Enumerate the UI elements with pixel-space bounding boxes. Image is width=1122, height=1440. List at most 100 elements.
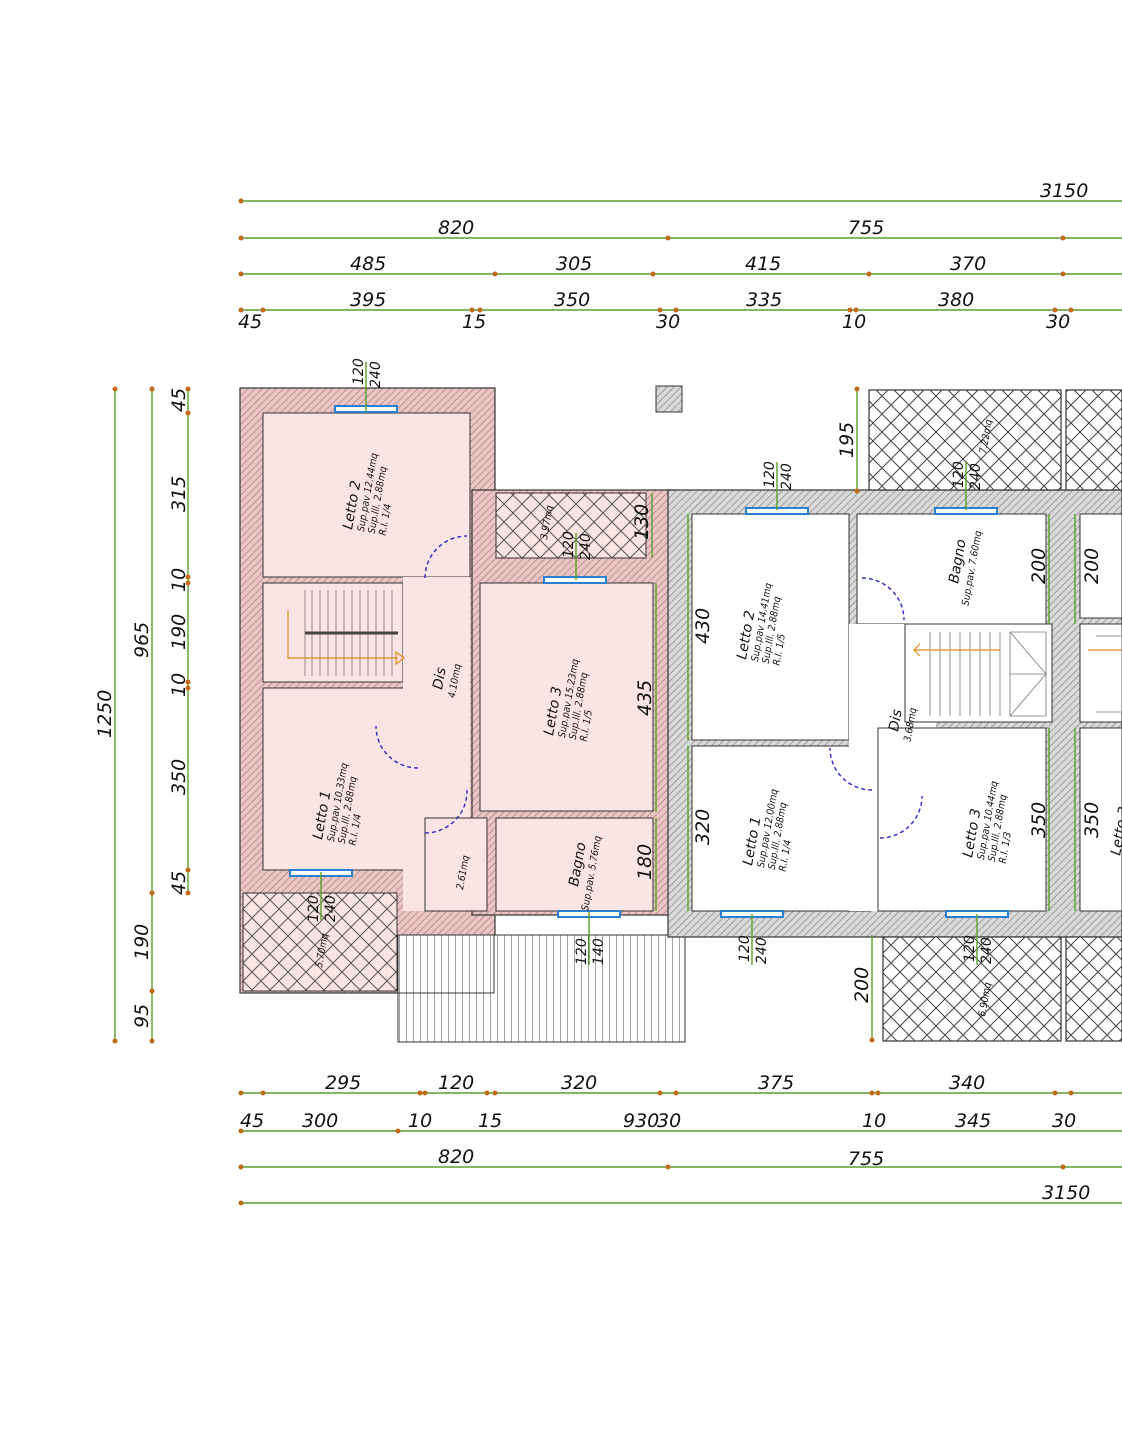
dim-left-315: 315: [168, 476, 190, 512]
dim-win-e-120: 120: [574, 938, 590, 965]
room-letto1-left: [262, 687, 419, 871]
balcony-bottom-left: [242, 892, 398, 992]
dim-bot-930: 930: [623, 1110, 659, 1132]
door-letto1-left: [375, 725, 419, 769]
dim-top-350: 350: [554, 289, 590, 311]
left-dimensions: 1250 965 190 95 45 315 10 190 10 350 45: [94, 386, 191, 1044]
dim-top-380: 380: [938, 289, 974, 311]
stair-right: [904, 623, 1053, 723]
dim-bot-295: 295: [325, 1072, 361, 1094]
room-letto1-right: [691, 745, 871, 912]
dim-top-370: 370: [950, 253, 986, 275]
dim-win-g-120: 120: [951, 461, 967, 488]
dim-win-h-120: 120: [737, 935, 753, 962]
door-letto2-left: [424, 535, 468, 579]
dim-bot-755: 755: [848, 1148, 884, 1170]
room-letto3-left: [479, 582, 654, 812]
dim-left-1250: 1250: [94, 690, 116, 738]
dim-bot-3150: 3150: [1042, 1182, 1090, 1204]
dim-win-i-120: 120: [962, 935, 978, 962]
dim-top-total: 3150: [1040, 180, 1088, 202]
room-letto2-right: [691, 513, 850, 741]
dim-180: 180: [634, 844, 656, 880]
stairs-right: [913, 631, 1122, 717]
dim-bot-15: 15: [478, 1110, 502, 1132]
label-dis-left: Dis: [430, 666, 450, 690]
dim-bot-300: 300: [302, 1110, 338, 1132]
dim-top-15: 15: [462, 311, 486, 333]
dim-350a: 350: [1028, 802, 1050, 838]
right-unit: [667, 389, 1122, 1042]
dim-200c: 200: [851, 967, 873, 1003]
dim-win-g-240: 240: [968, 463, 984, 490]
room-bagno-left: [495, 817, 654, 912]
dim-195: 195: [836, 422, 858, 458]
dim-left-190b: 190: [168, 614, 190, 650]
dim-win-b-240: 240: [578, 533, 594, 560]
label-dis-right: Dis: [886, 708, 906, 732]
balcony-bottom-right: [882, 936, 1062, 1042]
label-bagno-left: Bagno: [566, 841, 589, 888]
dim-top-485: 485: [350, 253, 386, 275]
stairs-left: [287, 590, 405, 676]
dim-left-350: 350: [168, 759, 190, 795]
dim-top-395: 395: [350, 289, 386, 311]
dim-win-f-120: 120: [762, 461, 778, 488]
dim-top-30a: 30: [656, 311, 680, 333]
dim-bot-375: 375: [758, 1072, 794, 1094]
room-letto3-right: [877, 727, 1047, 912]
dim-bot-340: 340: [949, 1072, 985, 1094]
dim-435: 435: [634, 680, 656, 716]
dim-win-b-120: 120: [561, 531, 577, 558]
interior-dimensions: 120 240 120 240 120 240 120 140 120 240 …: [306, 358, 1103, 1043]
dim-win-i-240: 240: [979, 937, 995, 964]
balcony-top-left: [495, 492, 647, 559]
dim-350b: 350: [1081, 802, 1103, 838]
dim-top-415: 415: [745, 253, 781, 275]
door-letto1-right: [829, 747, 873, 791]
dim-bot-345: 345: [955, 1110, 991, 1132]
dim-left-10b: 10: [168, 673, 190, 697]
left-unit: [239, 385, 686, 1043]
dim-430: 430: [692, 608, 714, 644]
dim-200b: 200: [1081, 548, 1103, 584]
dim-top-335: 335: [746, 289, 782, 311]
dim-bot-30b: 30: [1052, 1110, 1076, 1132]
dim-left-10a: 10: [168, 568, 190, 592]
dim-win-c-120: 120: [306, 895, 322, 922]
dim-bot-10a: 10: [408, 1110, 432, 1132]
door-bagno-left: [424, 789, 468, 834]
dim-win-f-240: 240: [779, 463, 795, 490]
balcony-top-right: [868, 389, 1062, 491]
dim-bot-45: 45: [240, 1110, 264, 1132]
top-dimensions: 3150 820 755 485 305 415 370 395 350 335…: [238, 180, 1122, 333]
window-letto3-left: [543, 576, 607, 584]
dim-bot-820: 820: [438, 1146, 474, 1168]
dim-130: 130: [631, 504, 653, 540]
dim-bot-10b: 10: [862, 1110, 886, 1132]
dim-left-45b: 45: [168, 871, 190, 895]
dim-win-h-240: 240: [754, 937, 770, 964]
dim-win-c-240: 240: [323, 895, 339, 922]
dim-left-965: 965: [131, 622, 153, 658]
dim-200a: 200: [1028, 548, 1050, 584]
dim-left-95: 95: [131, 1004, 153, 1028]
dim-bot-320: 320: [561, 1072, 597, 1094]
door-letto3-right: [879, 795, 923, 839]
dim-top-45: 45: [238, 311, 262, 333]
dim-top-820: 820: [438, 217, 474, 239]
bottom-dimensions: 295 120 320 375 340 45 300 10 15 930 30 …: [238, 1072, 1122, 1206]
room-small-left: [424, 817, 488, 912]
dim-top-755: 755: [848, 217, 884, 239]
dim-left-190: 190: [131, 924, 153, 960]
dim-win-a-120: 120: [351, 358, 367, 385]
dim-bot-120: 120: [438, 1072, 474, 1094]
dim-win-a-240: 240: [368, 361, 384, 388]
dim-left-45a: 45: [168, 388, 190, 412]
label-bagno-right: Bagno: [946, 538, 969, 585]
column-square: [655, 385, 683, 413]
dim-bot-30a: 30: [657, 1110, 681, 1132]
dim-320: 320: [692, 809, 714, 845]
door-bagno-right: [861, 577, 905, 621]
